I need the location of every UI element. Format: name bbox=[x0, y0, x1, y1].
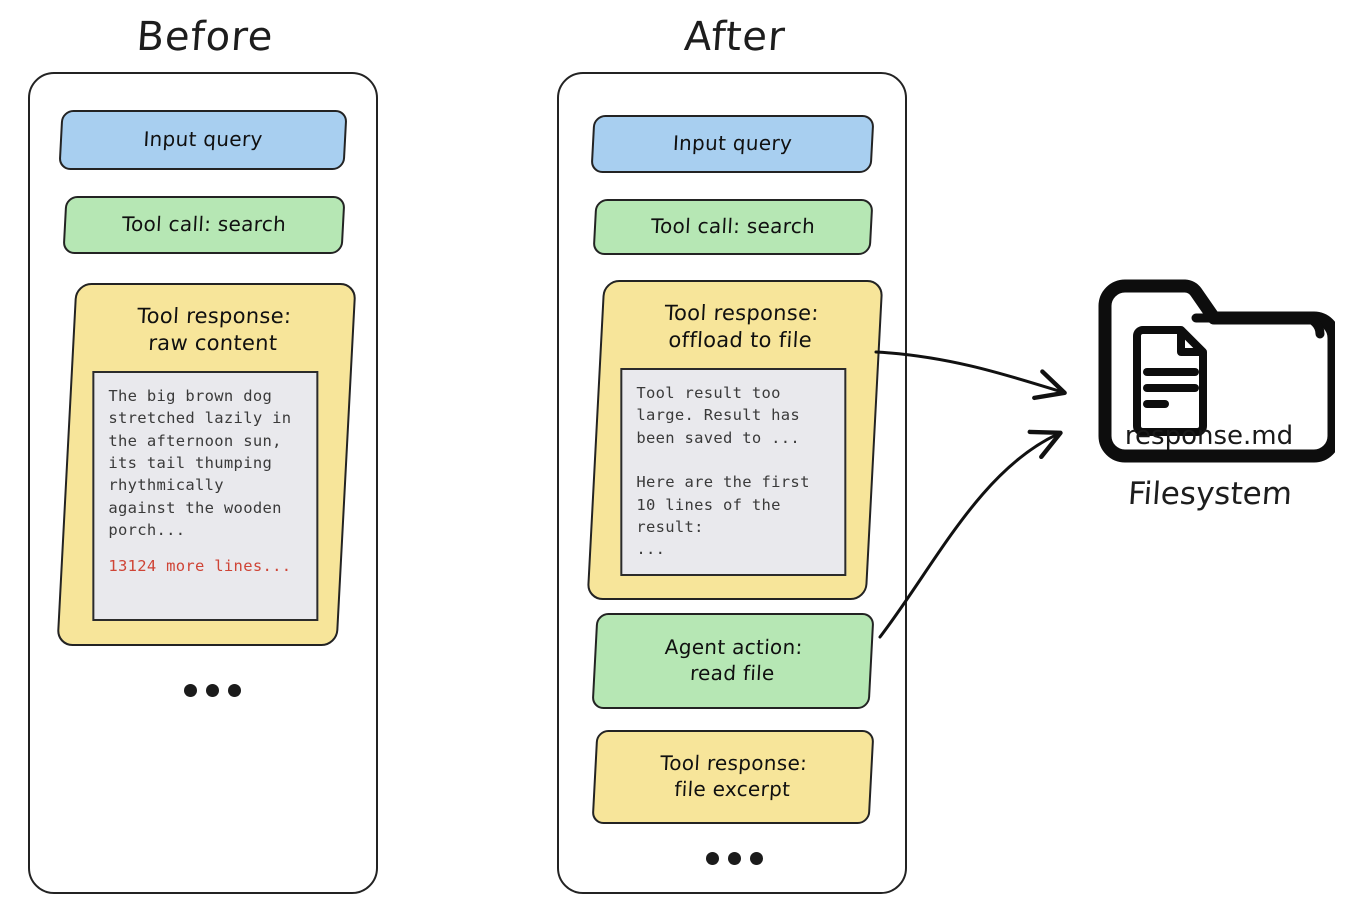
after-ellipsis bbox=[706, 852, 763, 865]
dot bbox=[184, 684, 197, 697]
after-tool-response-excerpt-block[interactable]: Tool response: file excerpt bbox=[591, 730, 875, 824]
filesystem-caption: Filesystem bbox=[1126, 476, 1294, 512]
filesystem-filename: response.md bbox=[1124, 421, 1294, 451]
before-input-query-block[interactable]: Input query bbox=[58, 110, 348, 170]
after-input-query-label: Input query bbox=[672, 131, 793, 156]
before-code-panel: The big brown dog stretched lazily in th… bbox=[91, 370, 318, 621]
after-tool-call-block[interactable]: Tool call: search bbox=[592, 199, 874, 255]
after-tool-response-offload-block[interactable]: Tool response: offload to file Tool resu… bbox=[586, 280, 884, 600]
filesystem-group[interactable]: response.md Filesystem bbox=[1085, 278, 1350, 523]
before-tool-response-block[interactable]: Tool response: raw content The big brown… bbox=[56, 283, 357, 646]
after-agent-action-block[interactable]: Agent action: read file bbox=[591, 613, 875, 709]
after-tool-response-offload-label: Tool response: offload to file bbox=[663, 301, 820, 352]
after-tool-call-label: Tool call: search bbox=[650, 214, 816, 239]
before-input-query-label: Input query bbox=[142, 127, 264, 152]
folder-icon bbox=[1098, 279, 1335, 463]
after-agent-action-label: Agent action: read file bbox=[664, 635, 804, 685]
document-icon bbox=[1133, 326, 1207, 436]
before-tool-call-block[interactable]: Tool call: search bbox=[62, 196, 346, 254]
after-code-body: Tool result too large. Result has been s… bbox=[636, 383, 810, 558]
before-ellipsis bbox=[184, 684, 241, 697]
before-code-body: The big brown dog stretched lazily in th… bbox=[107, 386, 291, 539]
dot bbox=[750, 852, 763, 865]
column-title-before: Before bbox=[135, 14, 275, 60]
after-input-query-block[interactable]: Input query bbox=[590, 115, 875, 173]
dot bbox=[706, 852, 719, 865]
before-more-lines: 13124 more lines... bbox=[107, 556, 291, 575]
column-title-after: After bbox=[682, 14, 788, 60]
before-tool-response-label: Tool response: raw content bbox=[136, 304, 292, 355]
dot bbox=[206, 684, 219, 697]
before-tool-call-label: Tool call: search bbox=[121, 212, 287, 237]
after-code-panel: Tool result too large. Result has been s… bbox=[620, 367, 847, 576]
dot bbox=[228, 684, 241, 697]
dot bbox=[728, 852, 741, 865]
after-tool-response-excerpt-label: Tool response: file excerpt bbox=[659, 751, 808, 801]
